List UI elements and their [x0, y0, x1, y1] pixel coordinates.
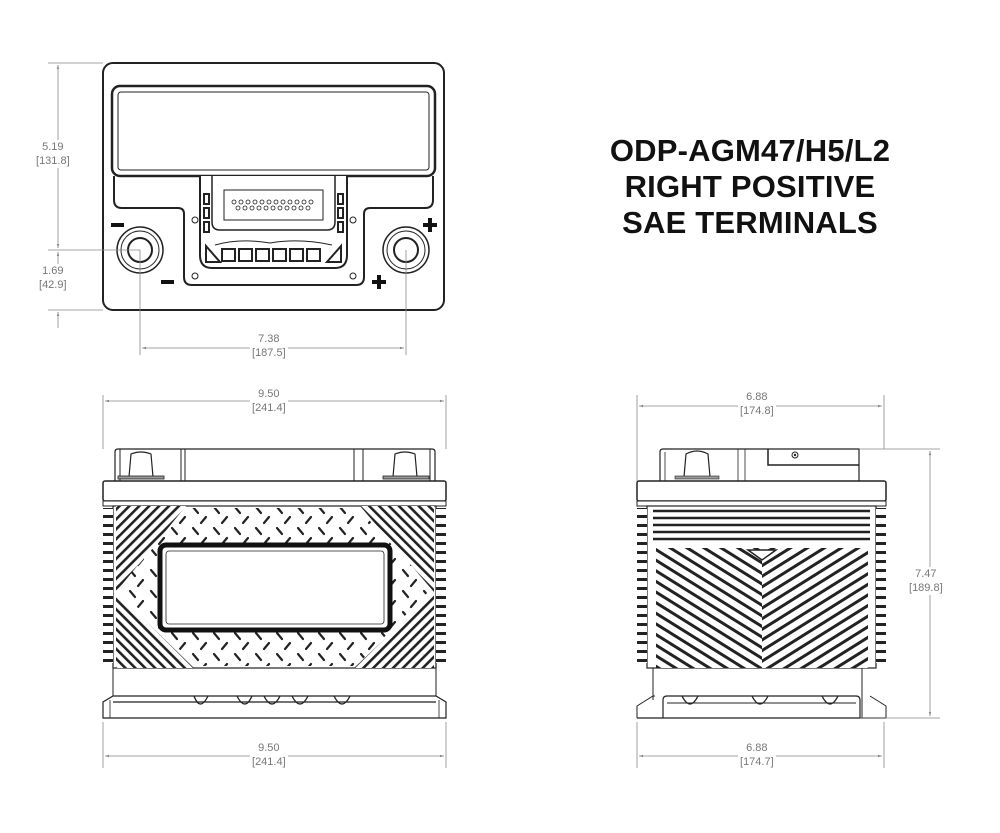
orientation-title: RIGHT POSITIVE: [624, 169, 876, 204]
polarity-marks: [111, 218, 437, 289]
front-view: [102, 448, 447, 719]
dim-terminal-spacing: 7.38 187.5: [250, 332, 288, 360]
model-title: ODP-AGM47/H5/L2: [609, 133, 891, 168]
top-view-dimensions: [48, 62, 407, 355]
top-view: [102, 62, 445, 311]
dim-width-top: 6.88 174.8: [738, 390, 776, 418]
dim-terminal-to-front: 1.69 42.9: [37, 264, 69, 292]
dim-terminal-to-back: 5.19 131.8: [34, 140, 72, 168]
title-block: ODP-AGM47/H5/L2 RIGHT POSITIVE SAE TERMI…: [560, 133, 940, 241]
dim-length-top: 9.50 241.4: [250, 387, 288, 415]
dim-length-bottom: 9.50 241.4: [250, 741, 288, 769]
dim-width-bottom: 6.88 174.7: [738, 741, 776, 769]
vent-holes-icon: [231, 199, 314, 211]
side-view: [636, 448, 887, 719]
dim-height: 7.47 189.8: [907, 567, 945, 595]
terminal-type-title: SAE TERMINALS: [622, 205, 878, 240]
